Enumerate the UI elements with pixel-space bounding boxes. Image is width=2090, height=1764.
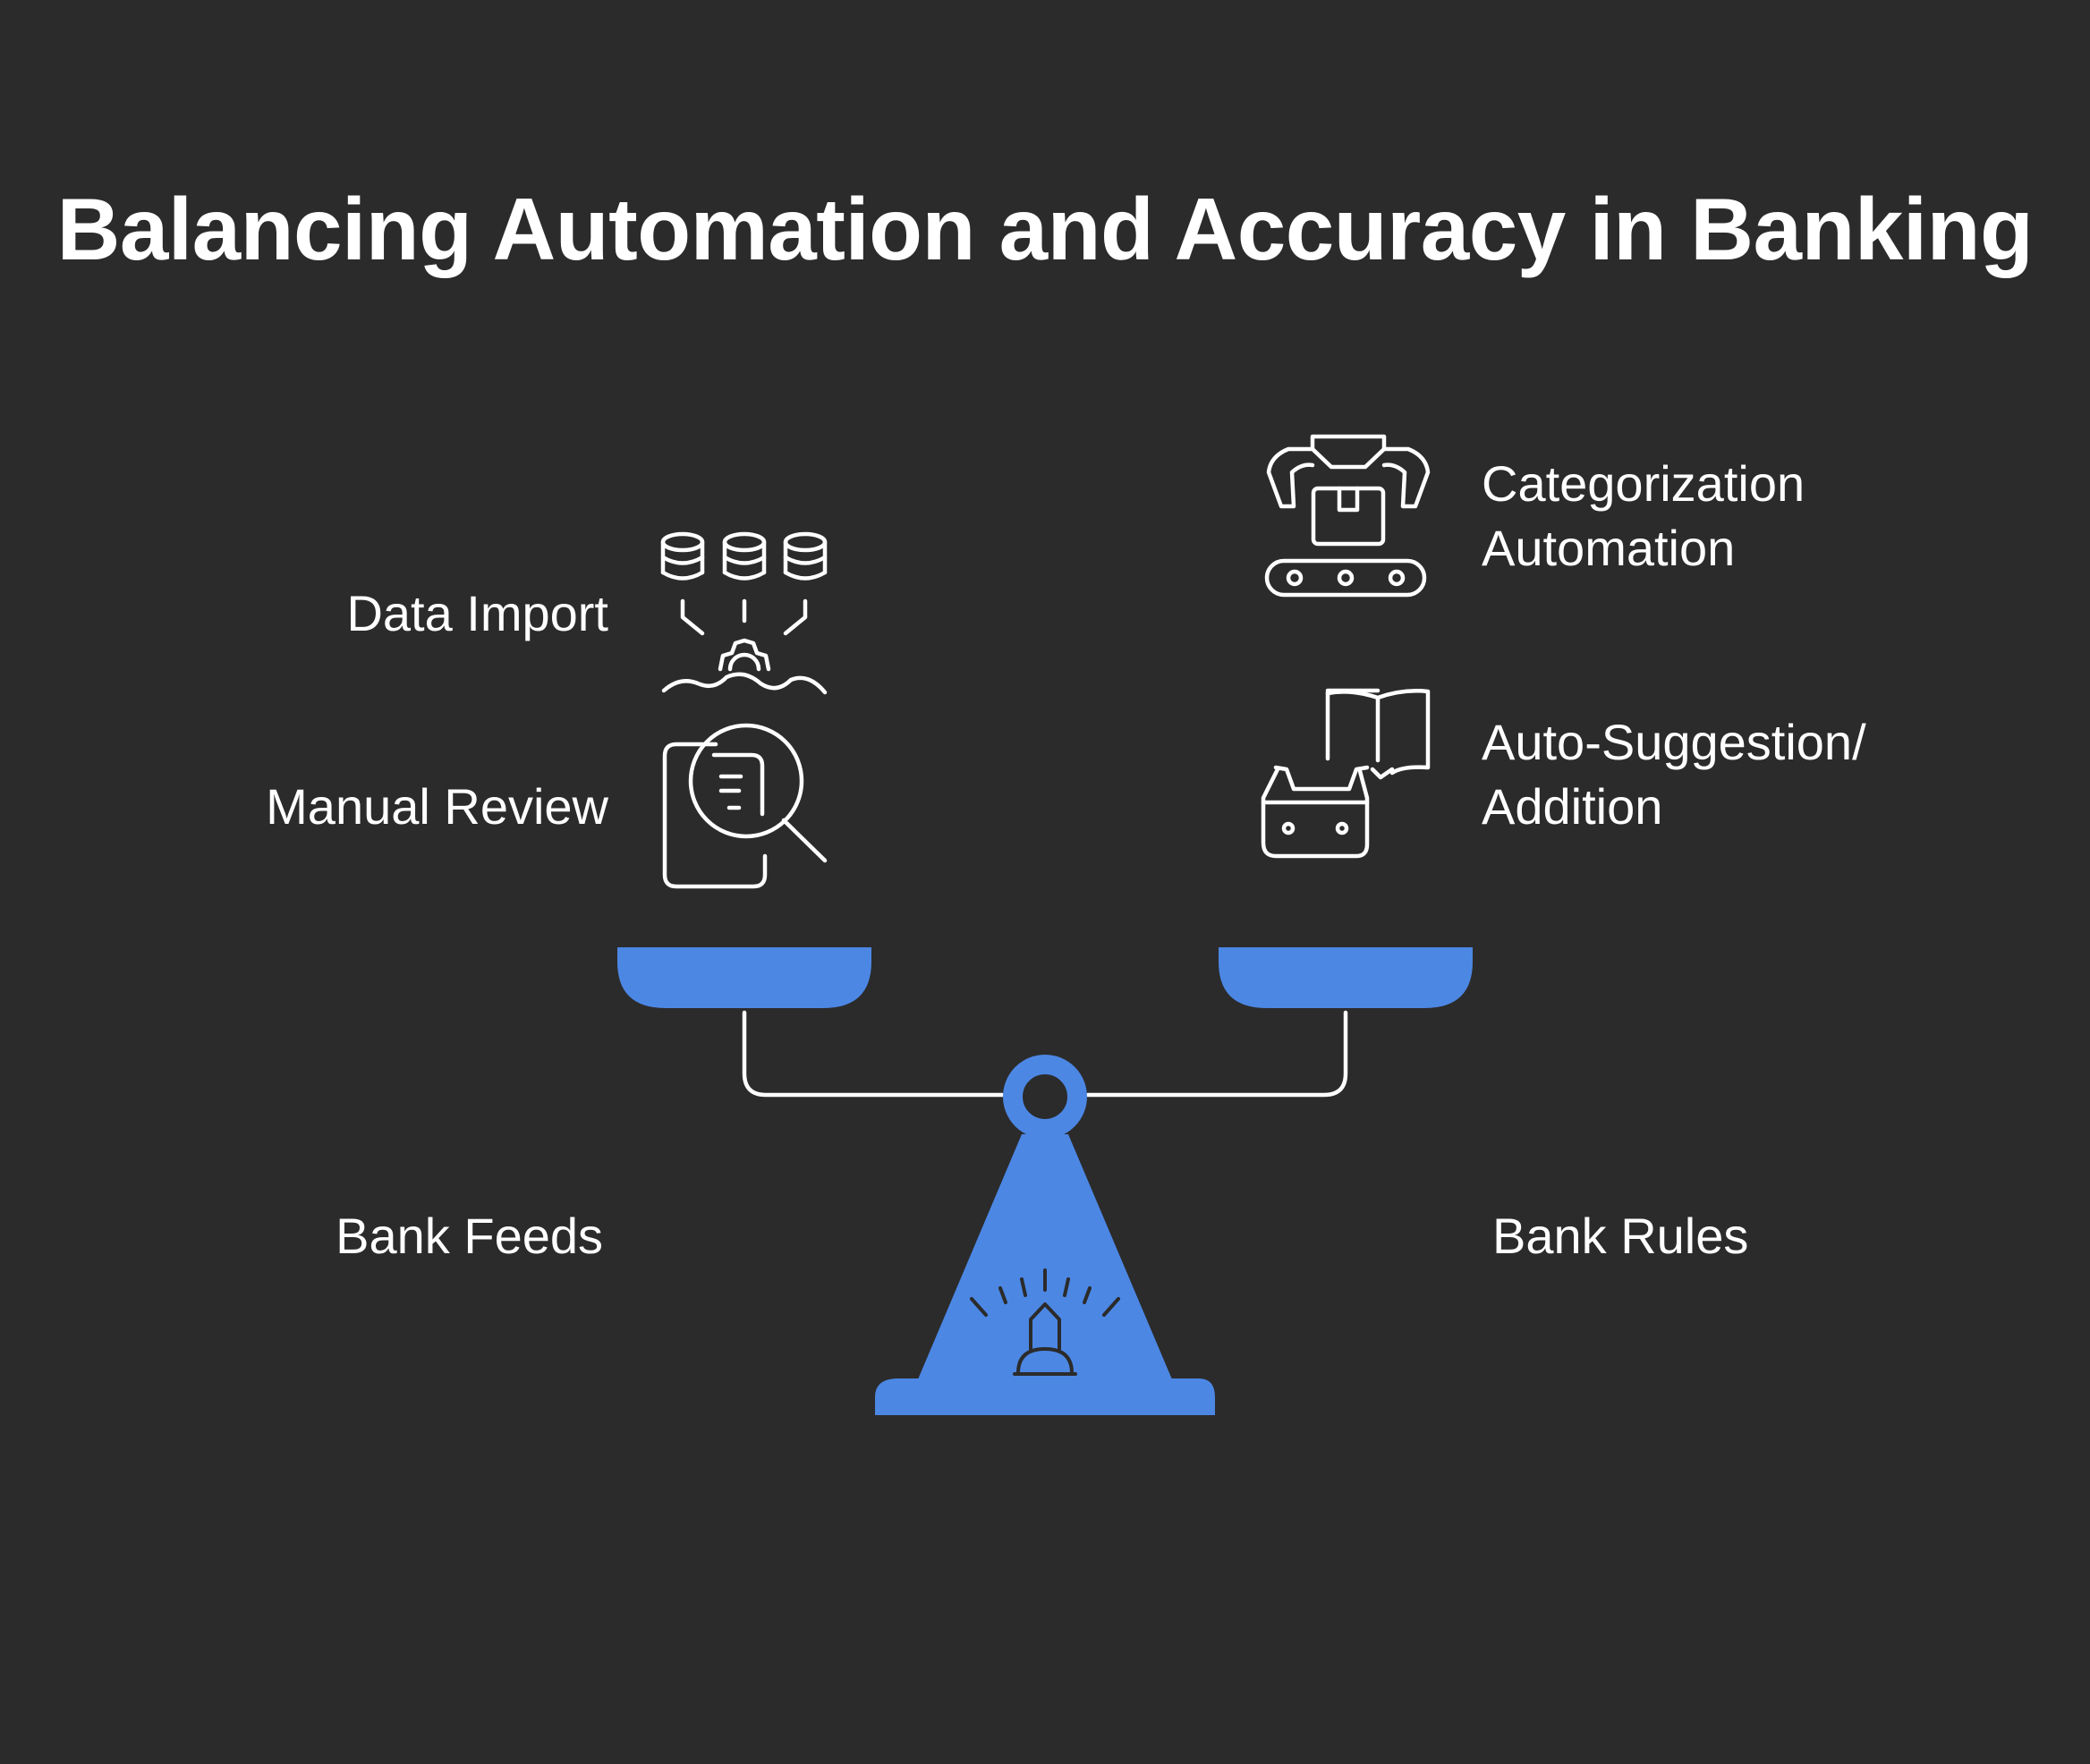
categorization-automation-label-line-2: Automation (1482, 520, 1736, 576)
auto-suggestion-label-line-2: Addition (1482, 778, 1663, 835)
categorization-automation-label-line-1: Categorization (1482, 455, 1805, 512)
pen-nib-icon (970, 1268, 1120, 1376)
database-stack-icon (660, 531, 705, 581)
manual-review-label: Manual Review (266, 778, 608, 835)
database-stack-icon (722, 531, 767, 581)
manual-review-icon (662, 723, 828, 889)
bank-feeds-label: Bank Feeds (336, 1208, 603, 1264)
categorization-automation-label: Categorization Automation (1482, 452, 1805, 581)
database-stack-icon (783, 531, 828, 581)
gear-icon (718, 638, 771, 672)
left-scale-arm (742, 1010, 1005, 1098)
auto-suggestion-icon (1261, 688, 1431, 859)
page-title: Balancing Automation and Accuracy in Ban… (56, 180, 2034, 278)
categorization-automation-icon (1264, 434, 1431, 598)
scale-stand (918, 1134, 1172, 1379)
data-import-icon (660, 531, 828, 695)
bank-rules-label: Bank Rules (1492, 1208, 1749, 1264)
right-scale-pan (1219, 947, 1473, 1008)
scale-base (875, 1378, 1215, 1415)
scale-pivot-ring (1003, 1055, 1087, 1139)
auto-suggestion-label-line-1: Auto-Suggestion/ (1482, 714, 1866, 770)
right-scale-arm (1085, 1010, 1348, 1098)
scale-arms (742, 1010, 1348, 1098)
left-scale-pan (617, 947, 871, 1008)
data-import-label: Data Import (346, 585, 608, 641)
auto-suggestion-label: Auto-Suggestion/ Addition (1482, 710, 1866, 839)
water-wave-icon (661, 672, 828, 695)
